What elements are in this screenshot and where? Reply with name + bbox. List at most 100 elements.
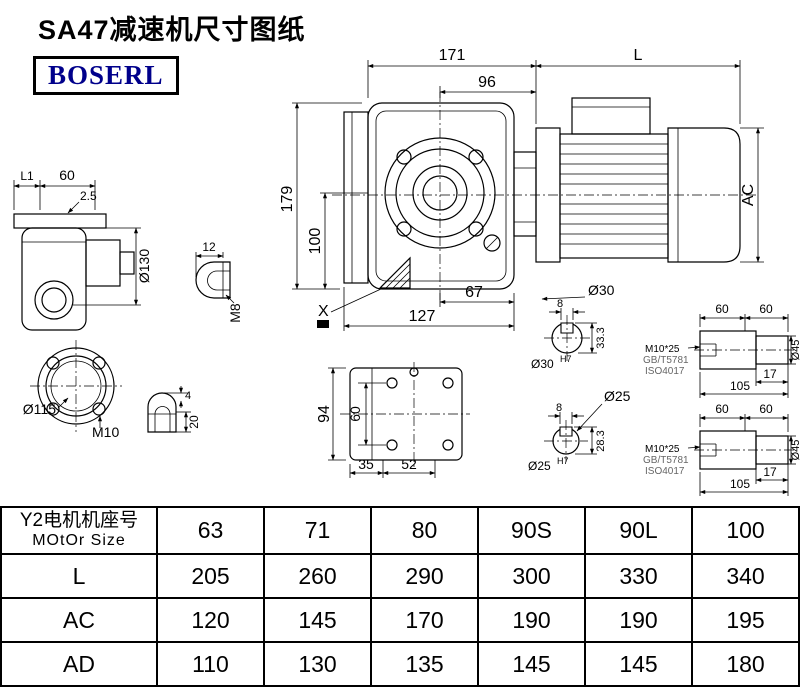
dia-25-tolerance: H7: [557, 456, 569, 466]
shaft-section-30-dimensions: 8 33.3 Ø30 H7: [531, 298, 607, 371]
dia-30-h7-label: Ø30: [531, 357, 554, 371]
key-detail-bottom-dimensions: 4 20: [164, 386, 201, 433]
AD-value: 145: [477, 641, 586, 687]
row-label: AD: [0, 641, 158, 687]
shaft-section-30-geometry: [544, 315, 590, 361]
L-value: 300: [477, 553, 586, 599]
shaft-end-bottom-geometry: [694, 430, 795, 470]
AC-value: 190: [584, 597, 693, 643]
bottom-view-dimensions: 94 60 35 52: [316, 367, 436, 478]
dim-52-label: 52: [401, 456, 417, 472]
dim-28-3-label: 28.3: [595, 430, 607, 451]
shaft-section-25-geometry: [544, 420, 588, 462]
dia-25-h7-label: Ø25: [528, 459, 551, 473]
motor-size-row-label: Y2电机机座号 MOtOr Size: [0, 506, 158, 555]
flange-view-labels: Ø115 M10: [23, 397, 119, 440]
motor-body: [559, 133, 669, 259]
motor-size-label-en: MOtOr Size: [32, 532, 126, 550]
dia-115-label: Ø115: [23, 401, 56, 417]
AD-value: 110: [156, 641, 265, 687]
motor-size-label-zh: Y2电机机座号: [19, 510, 139, 532]
hatching: [385, 263, 411, 289]
dim-171-label: 171: [439, 47, 466, 64]
view-x-label: X: [318, 303, 329, 320]
motor-size-value: 90L: [584, 506, 693, 555]
dim-motor-length-label: L: [634, 47, 643, 64]
dim-ac-label: AC: [740, 184, 757, 206]
fan-cover: [667, 127, 741, 263]
iso-standard-label: ISO4017: [645, 366, 685, 377]
shaft-end-top-dimensions: 60 60 M10*25 GB/T5781 ISO4017 17 105 Ø45: [643, 302, 800, 398]
shaft-end-bottom-dimensions: 60 60 M10*25 GB/T5781 ISO4017 17 105 Ø45: [643, 402, 800, 496]
dim-60-right-label: 60: [759, 402, 773, 416]
dim-8-label: 8: [556, 402, 562, 414]
AC-value: 145: [263, 597, 372, 643]
AC-value: 170: [370, 597, 479, 643]
motor-fins: [560, 143, 668, 245]
table-row-L: L 205 260 290 300 330 340: [0, 553, 800, 599]
AC-value: 120: [156, 597, 265, 643]
dim-60-left-label: 60: [715, 302, 729, 316]
dim-105-label: 105: [730, 379, 750, 393]
dim-100-label: 100: [307, 228, 324, 255]
bolt-spec-label: M10*25: [645, 344, 680, 355]
brand-logo: BOSERL: [33, 56, 179, 95]
side-view-geometry: [13, 213, 135, 331]
motor-size-table: Y2电机机座号 MOtOr Size 63 71 80 90S 90L 100 …: [0, 506, 800, 687]
dim-35-label: 35: [358, 456, 374, 472]
view-x-marker: [317, 320, 329, 328]
terminal-box: [571, 97, 651, 135]
table-row-AD: AD 110 130 135 145 145 180: [0, 641, 800, 687]
key-detail-top-geometry: [195, 261, 231, 299]
dim-96-label: 96: [478, 74, 496, 91]
L-value: 205: [156, 553, 265, 599]
dia-25-pointer-label: Ø25: [604, 388, 631, 404]
L-value: 340: [691, 553, 800, 599]
drain-boss: [378, 256, 411, 289]
AC-value: 190: [477, 597, 586, 643]
table-row-AC: AC 120 145 170 190 190 195: [0, 597, 800, 643]
flange-view-geometry: [30, 340, 122, 432]
AD-value: 135: [370, 641, 479, 687]
dim-33-3-label: 33.3: [595, 327, 607, 348]
dim-60-left-label: 60: [715, 402, 729, 416]
row-label: L: [0, 553, 158, 599]
AD-value: 145: [584, 641, 693, 687]
gb-standard-label: GB/T5781: [643, 455, 689, 466]
shaft-section-25-dimensions: Ø25 8 28.3 Ø25 H7: [528, 388, 631, 473]
row-label: AC: [0, 597, 158, 643]
L-value: 260: [263, 553, 372, 599]
page-title: SA47减速机尺寸图纸: [38, 15, 306, 45]
key-detail-bottom-geometry: [147, 392, 177, 433]
AD-value: 130: [263, 641, 372, 687]
oil-plug: [483, 234, 501, 252]
dim-67-label: 67: [465, 284, 483, 301]
motor-size-value: 63: [156, 506, 265, 555]
dim-60-right-label: 60: [759, 302, 773, 316]
dim-4-label: 4: [185, 390, 191, 402]
bolt-spec-label: M10*25: [645, 444, 680, 455]
dia-30-tolerance: H7: [560, 354, 572, 364]
dim-12-label: 12: [202, 240, 216, 254]
dim-105-label: 105: [730, 477, 750, 491]
dim-17-label: 17: [763, 465, 777, 479]
dim-8-label: 8: [557, 298, 563, 310]
dim-179-label: 179: [279, 186, 296, 213]
dim-127-label: 127: [409, 308, 436, 325]
side-view-dimensions: L1 60 2.5 Ø130: [13, 167, 152, 306]
gb-standard-label: GB/T5781: [643, 355, 689, 366]
front-view-dimensions: 171 L 96 179 100 AC 67 Ø30 127 X: [279, 47, 764, 331]
iso-standard-label: ISO4017: [645, 466, 685, 477]
L-value: 290: [370, 553, 479, 599]
shaft-dia-label: Ø30: [588, 282, 615, 298]
motor-size-value: 80: [370, 506, 479, 555]
m10-label: M10: [92, 424, 119, 440]
m8-label: M8: [227, 303, 243, 323]
dim-l1-label: L1: [20, 169, 34, 183]
dim-60-label: 60: [59, 167, 75, 183]
dim-20-label: 20: [187, 415, 201, 429]
AD-value: 180: [691, 641, 800, 687]
dia-130-label: Ø130: [136, 249, 152, 283]
front-view-geometry: [332, 92, 756, 302]
shaft-end-top-geometry: [694, 330, 795, 370]
